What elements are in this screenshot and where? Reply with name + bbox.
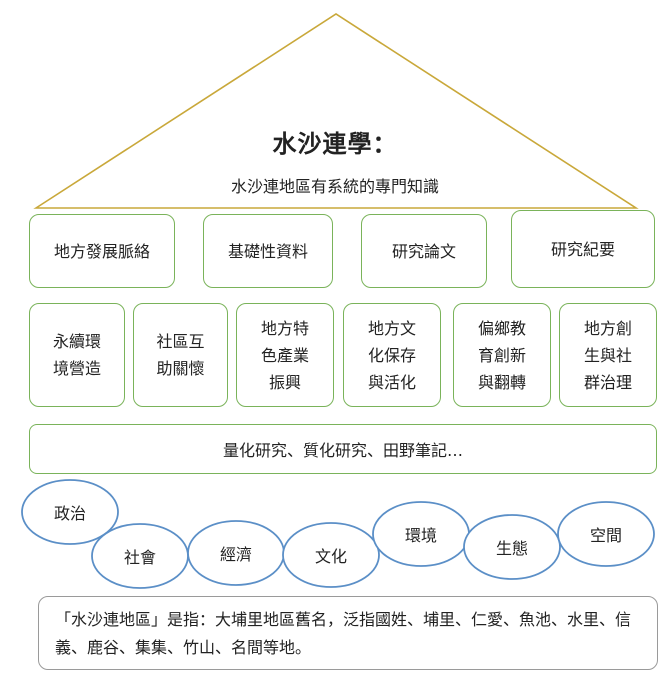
topic-line: 化保存 xyxy=(367,345,416,365)
topic-sustainable-environment: 永續環 境營造 xyxy=(29,303,125,407)
domain-label-society: 社會 xyxy=(123,548,157,567)
pillar-research-papers: 研究論文 xyxy=(361,214,487,288)
pillar-research-notes: 研究紀要 xyxy=(511,210,655,288)
pillar-label: 基礎性資料 xyxy=(227,241,308,261)
topic-line: 社區互 xyxy=(156,332,205,351)
domain-ellipses xyxy=(21,479,655,589)
topic-culture-preservation: 地方文 化保存 與活化 xyxy=(343,303,441,407)
domain-label-politics: 政治 xyxy=(53,504,87,523)
domain-label-culture: 文化 xyxy=(314,547,348,566)
region-note-text: 「水沙連地區」是指：大埔里地區舊名，泛指國姓、埔里、仁愛、魚池、水里、信義、鹿谷… xyxy=(55,610,632,657)
region-note: 「水沙連地區」是指：大埔里地區舊名，泛指國姓、埔里、仁愛、魚池、水里、信義、鹿谷… xyxy=(38,596,658,670)
topic-line: 生與社 xyxy=(583,345,632,365)
topic-line: 偏鄉教 xyxy=(477,318,526,338)
methods-bar: 量化研究、質化研究、田野筆記… xyxy=(29,424,657,474)
topic-line: 與活化 xyxy=(367,372,416,392)
topic-line: 境營造 xyxy=(52,359,101,378)
ellipse-space xyxy=(557,501,655,567)
topic-line: 色產業 xyxy=(260,345,309,365)
topic-line: 永續環 xyxy=(52,332,101,351)
topic-line: 地方創 xyxy=(583,318,632,338)
pillar-label: 研究紀要 xyxy=(550,239,615,259)
topic-line: 育創新 xyxy=(477,345,526,365)
topic-rural-education: 偏鄉教 育創新 與翻轉 xyxy=(453,303,551,407)
ellipse-politics xyxy=(21,479,119,545)
pillar-local-development: 地方發展脈絡 xyxy=(29,214,175,288)
topic-line: 振興 xyxy=(268,372,301,392)
domain-label-economy: 經濟 xyxy=(219,545,253,564)
topic-line: 與翻轉 xyxy=(477,372,526,392)
topic-community-care: 社區互 助關懷 xyxy=(133,303,228,407)
diagram-title: 水沙連學： xyxy=(272,130,398,158)
pillar-label: 地方發展脈絡 xyxy=(53,241,150,261)
domain-label-ecology: 生態 xyxy=(495,539,529,558)
domain-label-space: 空間 xyxy=(589,526,623,545)
topic-local-industry: 地方特 色產業 振興 xyxy=(236,303,334,407)
roof-triangle xyxy=(33,13,639,209)
domain-label-environment: 環境 xyxy=(404,526,438,545)
topic-line: 助關懷 xyxy=(156,359,205,378)
pillar-label: 研究論文 xyxy=(391,241,456,261)
topic-line: 群治理 xyxy=(583,372,632,392)
pillar-basic-data: 基礎性資料 xyxy=(203,214,333,288)
methods-text: 量化研究、質化研究、田野筆記… xyxy=(222,441,463,460)
diagram-subtitle: 水沙連地區有系統的專門知識 xyxy=(230,177,439,196)
topic-line: 地方特 xyxy=(260,318,309,338)
topic-local-revitalization: 地方創 生與社 群治理 xyxy=(559,303,657,407)
topic-line: 地方文 xyxy=(367,318,416,338)
ellipse-culture xyxy=(282,522,380,588)
ellipse-ecology xyxy=(463,514,561,580)
